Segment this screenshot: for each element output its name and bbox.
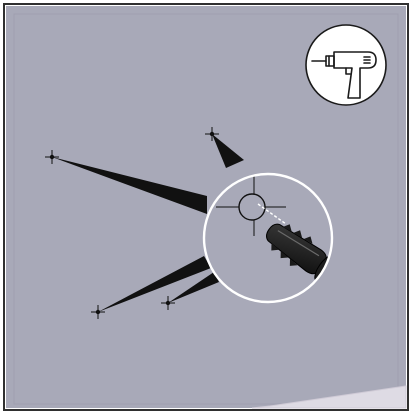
wedge-to-top-mark [212,134,244,168]
pointer-wedges [52,134,244,312]
magnifier-ring [202,172,334,304]
crosshair-icon [161,296,175,310]
wedge-to-bottom-left-mark [98,256,211,312]
insertion-path [257,203,287,225]
crosshair-icon [45,150,59,164]
drilled-hole-icon [238,193,266,221]
crosshair-marks [45,127,219,319]
wedge-to-left-mark [52,157,207,214]
crosshair-icon [91,305,105,319]
wall-lower-strip [251,385,407,409]
drill-icon [311,51,377,99]
drill-badge [305,24,387,106]
wedge-to-bottom-mid-mark [168,272,219,303]
magnifier-detail [202,172,334,304]
crosshair-icon [205,127,219,141]
